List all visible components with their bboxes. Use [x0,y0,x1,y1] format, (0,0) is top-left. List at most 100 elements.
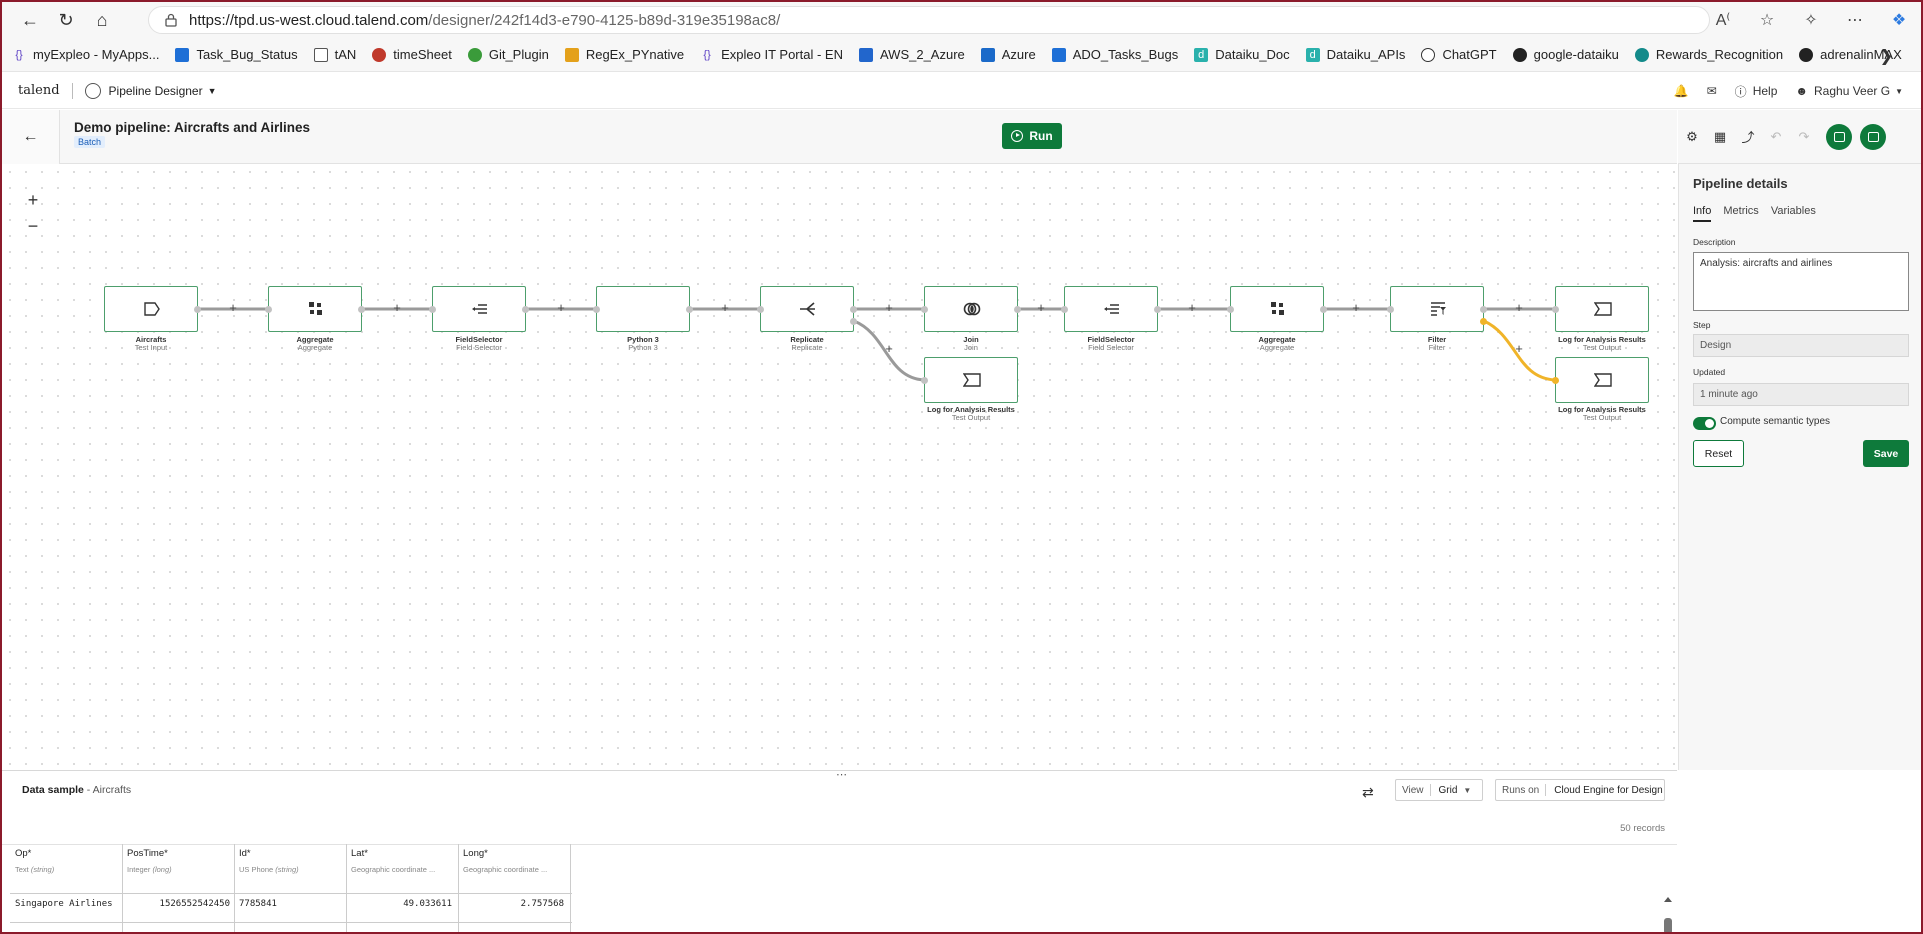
read-aloud-icon[interactable]: A⁽ [1715,12,1731,29]
bookmark-item[interactable]: tAN [313,47,356,62]
bookmark-item[interactable]: RegEx_PYnative [564,47,684,62]
add-step-button[interactable]: + [885,341,893,356]
redo-icon[interactable]: ↷ [1798,128,1810,144]
schedule-calendar-icon[interactable]: ▦ [1713,128,1727,144]
add-step-button[interactable]: + [557,300,565,315]
node-aggregate[interactable] [265,286,365,332]
zoom-in-button[interactable]: + [27,190,39,210]
reset-button[interactable]: Reset [1693,440,1744,467]
bookmark-item[interactable]: Git_Plugin [467,47,549,62]
output-port[interactable] [1154,306,1161,313]
output-port[interactable] [686,306,693,313]
input-port[interactable] [1552,306,1559,313]
node-log-output-3[interactable] [1552,357,1649,403]
settings-gear-icon[interactable]: ⚙ [1686,128,1698,144]
add-step-button[interactable]: + [721,300,729,315]
column-lat[interactable]: Lat* Geographic coordinate ... 49.033611 [347,844,459,932]
bookmark-item[interactable]: google-dataiku [1512,47,1619,62]
add-step-button[interactable]: + [1515,300,1523,315]
node-python[interactable] [593,286,693,332]
description-field[interactable]: Analysis: aircrafts and airlines [1693,252,1909,311]
back-arrow-icon[interactable]: ← [21,9,39,30]
bookmark-item[interactable]: Azure [980,47,1036,62]
resize-handle[interactable]: ⋯ [836,769,848,781]
copilot-icon[interactable]: ❖ [1891,12,1907,29]
table-cell[interactable]: 1526552542450 [159,899,230,909]
output-port[interactable] [1480,306,1487,313]
input-port-selected[interactable] [1552,377,1559,384]
bookmark-item[interactable]: AWS_2_Azure [858,47,965,62]
node-filter[interactable] [1387,286,1487,332]
more-menu-icon[interactable]: ⋯ [1847,12,1863,29]
input-port[interactable] [921,377,928,384]
column-long[interactable]: Long* Geographic coordinate ... 2.757568 [459,844,571,932]
chevron-right-icon[interactable]: ❯ [1879,48,1893,65]
node-field-selector[interactable] [429,286,529,332]
notifications-icon[interactable]: 🔔 [1673,84,1689,98]
add-step-button[interactable]: + [393,300,401,315]
right-panel-toggle[interactable] [1860,123,1886,150]
bookmark-item[interactable]: timeSheet [372,47,452,62]
undo-icon[interactable]: ↶ [1770,128,1782,144]
bookmark-item[interactable]: {}Expleo IT Portal - EN [700,47,843,62]
column-postime[interactable]: PosTime* Integer (long) 1526552542450 [123,844,235,932]
bookmark-item[interactable]: {}myExpleo - MyApps... [12,47,159,62]
input-port[interactable] [265,306,272,313]
favorite-star-icon[interactable]: ☆ [1759,12,1775,29]
zoom-out-button[interactable]: − [27,216,39,236]
add-step-button[interactable]: + [229,300,237,315]
chat-icon[interactable]: ✉ [1706,84,1717,98]
column-id[interactable]: Id* US Phone (string) 7785841 [235,844,347,932]
home-icon[interactable]: ⌂ [96,9,108,30]
bookmark-item[interactable]: ADO_Tasks_Bugs [1051,47,1178,62]
refresh-icon[interactable]: ⇄ [1362,784,1374,800]
output-port[interactable] [850,306,857,313]
column-op[interactable]: Op* Text (string) Singapore Airlines [11,844,123,932]
output-port[interactable] [358,306,365,313]
input-port[interactable] [1227,306,1234,313]
node-aggregate-2[interactable] [1227,286,1327,332]
input-port[interactable] [593,306,600,313]
url-field[interactable]: https://tpd.us-west.cloud.talend.com/des… [148,6,1710,34]
share-icon[interactable]: ⤴ [1741,130,1755,145]
pipeline-title[interactable]: Demo pipeline: Aircrafts and Airlines [74,120,311,135]
output-port[interactable] [194,306,201,313]
table-cell[interactable]: 2.757568 [520,899,564,909]
extensions-icon[interactable]: ✧ [1804,12,1818,29]
input-port[interactable] [1061,306,1068,313]
output-port[interactable] [1014,306,1021,313]
add-step-button[interactable]: + [1188,300,1196,315]
back-button[interactable]: ← [2,110,60,164]
table-cell[interactable]: 7785841 [239,899,277,909]
output-port-selected[interactable] [1480,318,1487,325]
tab-metrics[interactable]: Metrics [1723,205,1759,217]
add-step-button[interactable]: + [1352,300,1360,315]
pipeline-canvas[interactable]: + − + + + + + + + + + + [2,164,1677,769]
input-port[interactable] [429,306,436,313]
app-switcher[interactable]: Pipeline Designer ▼ [84,82,217,99]
user-menu[interactable]: ☻Raghu Veer G▼ [1795,84,1903,98]
bookmark-item[interactable]: ChatGPT [1421,47,1497,62]
tab-info[interactable]: Info [1693,205,1712,222]
compute-semantic-types-toggle[interactable] [1693,417,1716,430]
node-replicate[interactable] [757,286,857,332]
bookmark-item[interactable]: Rewards_Recognition [1634,47,1783,62]
bookmark-item[interactable]: adrenalinMAX [1799,47,1902,62]
output-port[interactable] [522,306,529,313]
table-cell[interactable]: Singapore Airlines [15,899,113,909]
table-cell[interactable]: 49.033611 [403,899,452,909]
node-field-selector-2[interactable] [1061,286,1161,332]
node-aircrafts[interactable] [104,286,201,332]
bottom-panel-toggle[interactable] [1826,123,1852,150]
node-log-output-2[interactable] [921,357,1018,403]
input-port[interactable] [1387,306,1394,313]
add-step-button[interactable]: + [1515,341,1523,356]
vertical-scrollbar[interactable] [1662,894,1674,934]
add-step-button[interactable]: + [1037,300,1045,315]
input-port[interactable] [757,306,764,313]
refresh-icon[interactable]: ↻ [58,9,74,30]
